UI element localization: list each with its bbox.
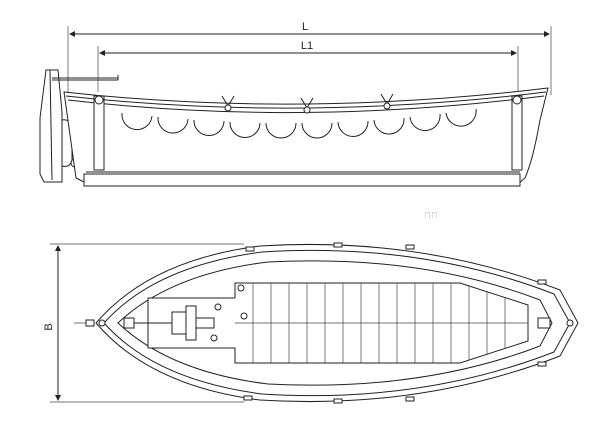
bow-fitting	[537, 317, 551, 329]
side-view	[39, 69, 549, 187]
hull	[63, 87, 549, 185]
dimension-L1: L1	[97, 40, 519, 92]
label-L1: L1	[301, 40, 313, 52]
deck-marker	[237, 284, 245, 292]
lifting-hooks	[221, 93, 394, 114]
stern-post	[93, 95, 105, 171]
dimension-L: L	[67, 21, 552, 95]
stern-fitting	[123, 317, 135, 329]
dimension-B: B	[43, 243, 244, 403]
buoyancy-floats	[121, 108, 477, 139]
bow-post	[511, 95, 523, 171]
top-view	[74, 242, 579, 404]
label-B: B	[43, 323, 55, 330]
rim-cleats	[243, 242, 547, 404]
stamp-mark: ⊓⊓	[424, 210, 438, 220]
engine	[134, 303, 222, 342]
deck-marker	[240, 312, 248, 320]
label-L: L	[302, 21, 308, 33]
